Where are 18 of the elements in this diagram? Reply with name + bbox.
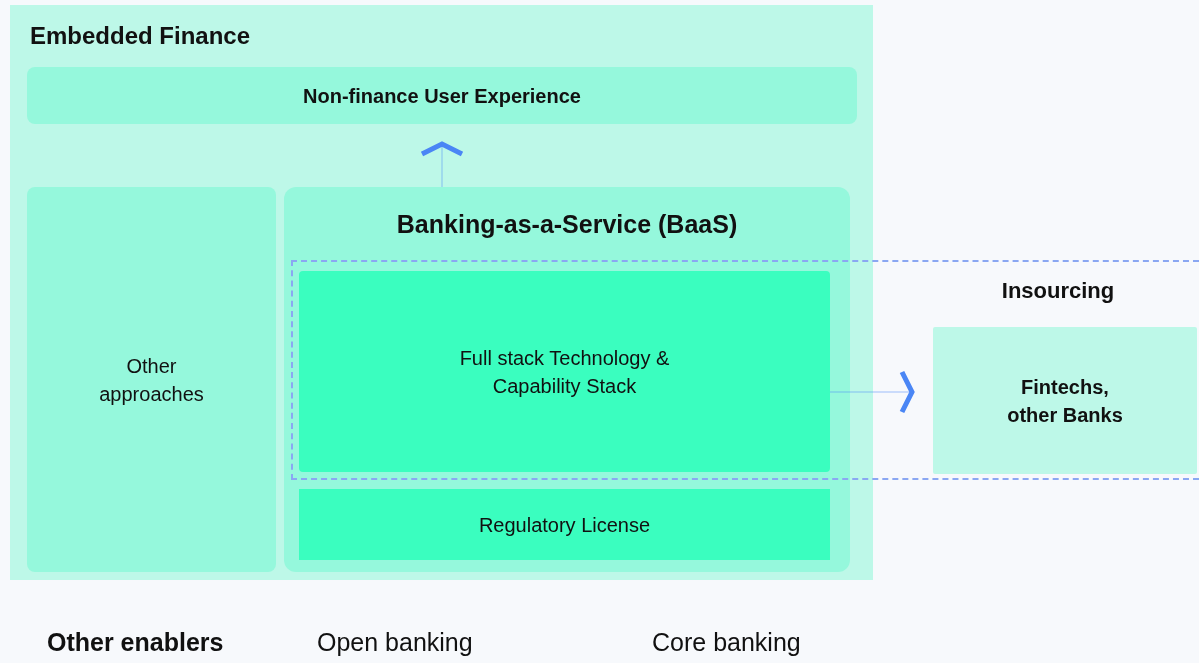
box-label: Other approaches [98, 353, 205, 407]
process-box [27, 187, 276, 572]
process-box [299, 489, 830, 560]
heading: Banking-as-a-Service (BaaS) [395, 209, 739, 240]
box-label: Non-finance User Experience [302, 83, 582, 109]
box-label: Full stack Technology & Capability Stack [458, 345, 671, 399]
enabler-label: Open banking [317, 628, 473, 657]
enabler-label: Core banking [652, 628, 801, 657]
box-label: Regulatory License [477, 512, 652, 538]
row-heading: Other enablers [47, 628, 224, 657]
heading: Insourcing [1000, 277, 1116, 305]
box-label: Fintechs, other Banks [1006, 374, 1124, 428]
process-box [299, 271, 830, 472]
process-box [933, 327, 1197, 474]
heading: Embedded Finance [29, 21, 252, 51]
process-box [27, 67, 857, 124]
chevron-arrow [419, 141, 465, 188]
dashed-region [291, 260, 1199, 480]
